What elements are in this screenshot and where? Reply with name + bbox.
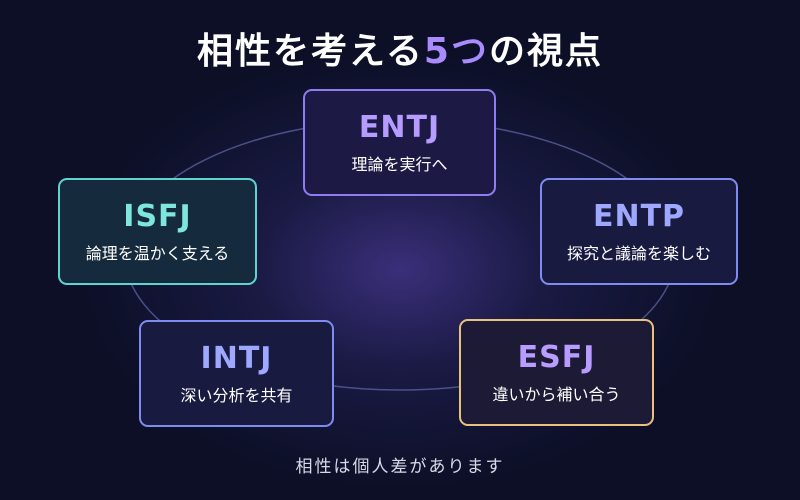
card-entj[interactable]: ENTJ 理論を実行へ xyxy=(303,89,496,196)
card-intj[interactable]: INTJ 深い分析を共有 xyxy=(139,320,334,427)
card-entp[interactable]: ENTP 探究と議論を楽しむ xyxy=(540,178,738,285)
card-desc: 探究と議論を楽しむ xyxy=(566,244,711,263)
card-desc: 深い分析を共有 xyxy=(180,386,293,405)
title-main: 相性を考える xyxy=(197,31,424,72)
card-desc: 論理を温かく支える xyxy=(85,244,230,263)
card-code: ISFJ xyxy=(123,199,192,234)
card-code: INTJ xyxy=(200,341,273,376)
card-desc: 違いから補い合う xyxy=(492,385,621,404)
card-code: ESFJ xyxy=(517,340,596,375)
title-accent: 5つ xyxy=(423,31,489,72)
card-desc: 理論を実行へ xyxy=(351,155,448,174)
card-isfj[interactable]: ISFJ 論理を温かく支える xyxy=(58,178,257,285)
card-code: ENTP xyxy=(592,199,686,234)
card-code: ENTJ xyxy=(358,110,441,145)
page-title: 相性を考える5つの視点 xyxy=(0,22,800,74)
title-suffix: の視点 xyxy=(488,31,603,72)
card-esfj[interactable]: ESFJ 違いから補い合う xyxy=(459,319,654,426)
footer-note: 相性は個人差があります xyxy=(295,457,505,477)
